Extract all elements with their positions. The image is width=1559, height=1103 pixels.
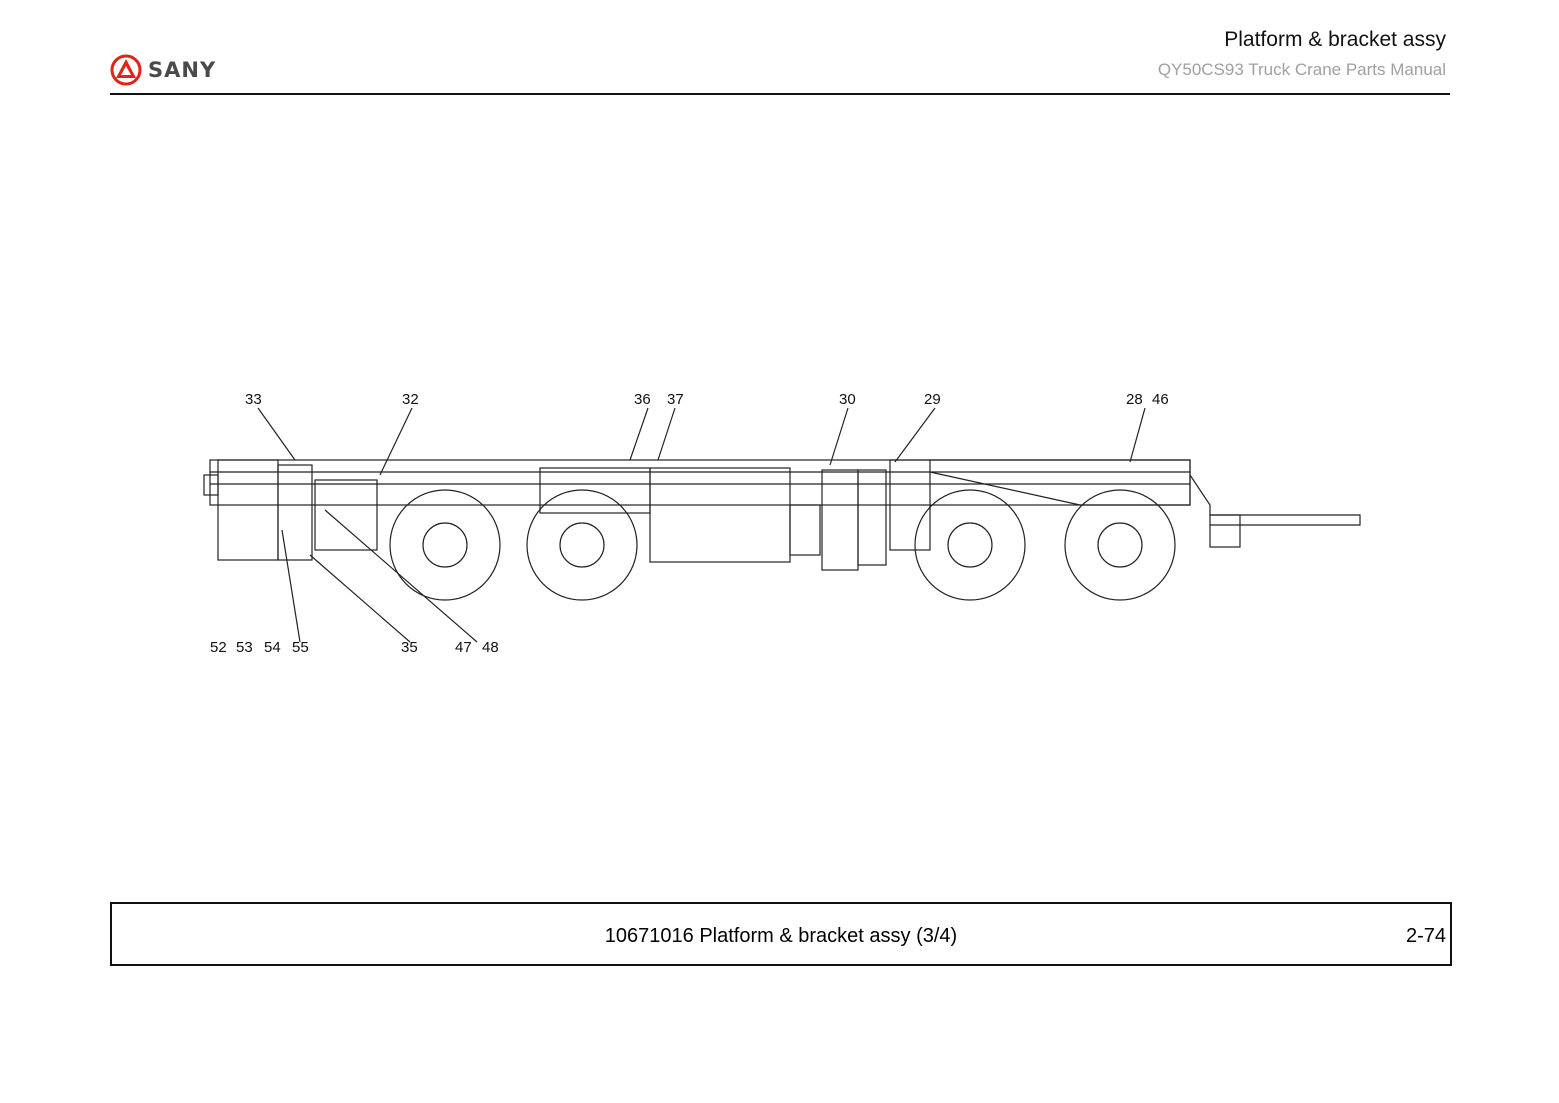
brand-logo: SANY bbox=[110, 54, 216, 86]
callout-label: 54 bbox=[264, 639, 281, 656]
page-number: 2-74 bbox=[1405, 925, 1446, 947]
callout-label: 30 bbox=[839, 391, 856, 408]
figure-caption: 10671016 Platform & bracket assy (3/4) bbox=[604, 925, 958, 947]
truck-chassis-drawing: 33 32 36 37 30 29 28 46 52 53 54 55 35 4… bbox=[203, 391, 1361, 656]
callout-label: 53 bbox=[236, 639, 253, 656]
caption-box: 10671016 Platform & bracket assy (3/4) 2… bbox=[110, 902, 1452, 966]
callout-label: 52 bbox=[210, 639, 227, 656]
callout-label: 55 bbox=[292, 639, 309, 656]
callout-label: 33 bbox=[245, 391, 262, 408]
callout-label: 47 bbox=[455, 639, 472, 656]
callout-label: 32 bbox=[402, 391, 419, 408]
page-subtitle: QY50CS93 Truck Crane Parts Manual bbox=[1157, 60, 1446, 79]
header-divider bbox=[110, 93, 1450, 95]
brand-name: SANY bbox=[148, 58, 217, 82]
callout-label: 29 bbox=[924, 391, 941, 408]
sany-triangle-logo-icon bbox=[110, 54, 142, 86]
page-header: SANY Platform & bracket assy QY50CS93 Tr… bbox=[110, 20, 1450, 96]
callout-label: 37 bbox=[667, 391, 684, 408]
callout-label: 36 bbox=[634, 391, 651, 408]
callout-label: 35 bbox=[401, 639, 418, 656]
callout-label: 46 bbox=[1152, 391, 1169, 408]
callout-label: 48 bbox=[482, 639, 499, 656]
callout-label: 28 bbox=[1126, 391, 1143, 408]
page-title: Platform & bracket assy bbox=[1224, 28, 1446, 51]
